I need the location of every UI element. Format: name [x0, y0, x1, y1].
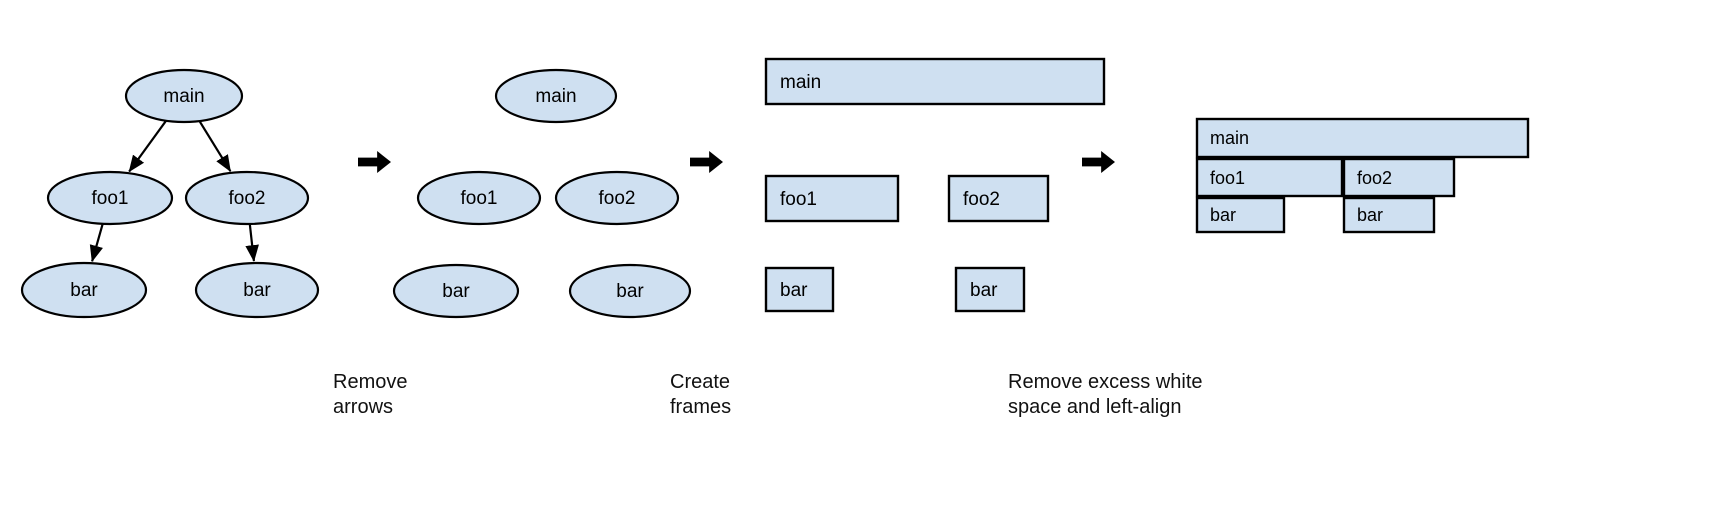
frame-label-bar-right[interactable]: bar — [1357, 205, 1384, 225]
box-label-foo1[interactable]: foo1 — [780, 188, 817, 210]
edge-main-to-foo2 — [198, 120, 232, 172]
ellipse-call-tree-foo2[interactable] — [184, 170, 310, 226]
rect-frames-created-bar-right[interactable] — [954, 266, 1026, 313]
node2-label-foo1[interactable]: foo1 — [460, 188, 498, 209]
caption-remove-whitespace-line-1: Remove excess white — [1008, 371, 1203, 393]
rect-flame-graph-bar-left[interactable] — [1195, 196, 1286, 234]
frame-label-foo1[interactable]: foo1 — [1210, 167, 1246, 188]
node-label-foo2[interactable]: foo2 — [228, 188, 266, 209]
box-label-main[interactable]: main — [780, 71, 822, 93]
ellipse-call-tree-bar-right[interactable] — [194, 261, 320, 319]
ellipse-arrows-removed-bar-left[interactable] — [392, 263, 520, 319]
frame-label-main[interactable]: main — [1210, 128, 1250, 148]
node-label-bar-right[interactable]: bar — [243, 280, 271, 301]
arrow-2 — [690, 151, 723, 173]
arrow-1 — [358, 151, 391, 173]
ellipse-arrows-removed-bar-right[interactable] — [568, 263, 692, 319]
caption-create-frames-line-2: frames — [670, 396, 732, 418]
node-label-main[interactable]: main — [163, 86, 205, 107]
box-label-bar-left[interactable]: bar — [780, 279, 808, 301]
caption-remove-arrows-line-2: arrows — [333, 396, 394, 418]
rect-flame-graph-foo1[interactable] — [1195, 157, 1344, 198]
rect-frames-created-foo2[interactable] — [947, 174, 1050, 223]
node2-label-main[interactable]: main — [535, 86, 577, 107]
node-label-bar-left[interactable]: bar — [70, 280, 98, 301]
rect-frames-created-bar-left[interactable] — [764, 266, 835, 313]
caption-remove-whitespace-line-2: space and left-align — [1008, 396, 1182, 418]
rect-frames-created-main[interactable] — [764, 57, 1106, 106]
rect-flame-graph-foo2[interactable] — [1342, 157, 1456, 198]
frame-label-bar-left[interactable]: bar — [1210, 205, 1237, 225]
frame-label-foo2[interactable]: foo2 — [1357, 167, 1393, 188]
rect-frames-created-foo1[interactable] — [764, 174, 900, 223]
edge-foo2-to-bar-right — [245, 223, 259, 262]
edge-foo1-to-bar-left — [89, 223, 104, 263]
caption-remove-arrows-line-1: Remove — [333, 371, 408, 393]
node2-label-bar-left[interactable]: bar — [442, 281, 470, 302]
node2-label-foo2[interactable]: foo2 — [598, 188, 636, 209]
rect-flame-graph-bar-right[interactable] — [1342, 196, 1436, 234]
arrow-3 — [1082, 151, 1115, 173]
ellipse-call-tree-foo1[interactable] — [46, 170, 174, 226]
caption-create-frames-line-1: Create — [670, 371, 731, 393]
ellipse-arrows-removed-main[interactable] — [494, 68, 618, 124]
box-label-foo2[interactable]: foo2 — [963, 188, 1000, 210]
box-label-bar-right[interactable]: bar — [970, 279, 998, 301]
edge-main-to-foo1 — [128, 120, 167, 173]
ellipse-arrows-removed-foo2[interactable] — [554, 170, 680, 226]
ellipse-call-tree-bar-left[interactable] — [20, 261, 148, 319]
node2-label-bar-right[interactable]: bar — [616, 281, 644, 302]
node-label-foo1[interactable]: foo1 — [91, 188, 129, 209]
rect-flame-graph-main[interactable] — [1195, 117, 1530, 159]
ellipse-call-tree-main[interactable] — [124, 68, 244, 124]
ellipse-arrows-removed-foo1[interactable] — [416, 170, 542, 226]
